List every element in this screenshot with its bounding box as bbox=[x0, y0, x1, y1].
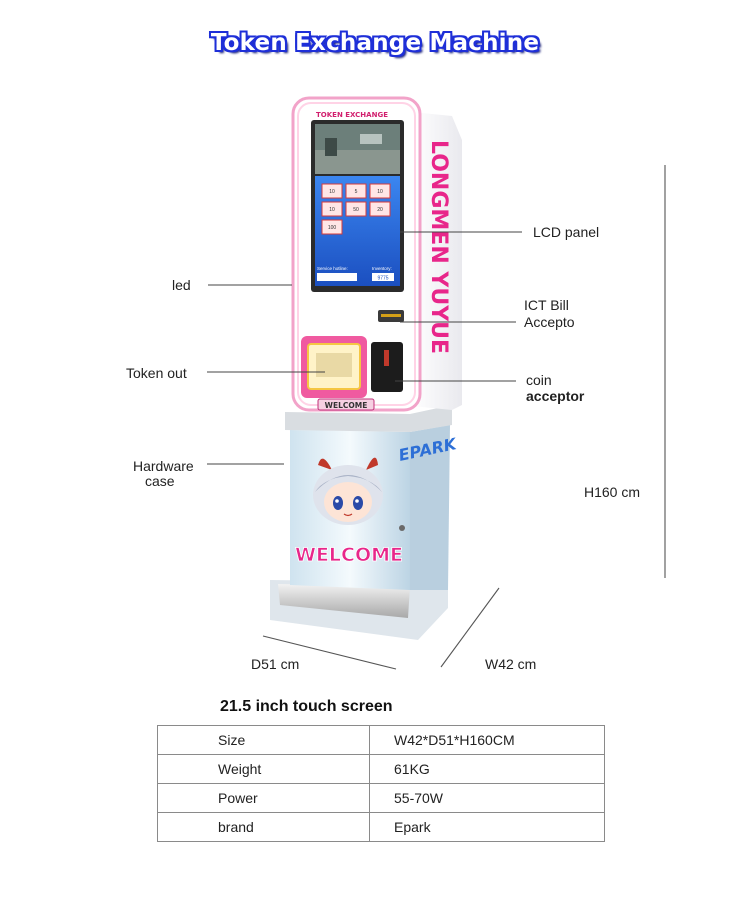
tile-label: 10 bbox=[329, 207, 335, 213]
spec-value: W42*D51*H160CM bbox=[369, 725, 605, 755]
inventory-label: Inventory: bbox=[372, 266, 392, 271]
coin-acceptor-label-1: coin bbox=[526, 372, 552, 388]
panel-welcome-text: WELCOME bbox=[325, 401, 368, 410]
lcd-panel-label: LCD panel bbox=[533, 224, 600, 240]
table-row: Power 55-70W bbox=[157, 783, 605, 813]
hardware-case-label-1: Hardware bbox=[133, 458, 194, 474]
spec-value: 55-70W bbox=[369, 783, 605, 813]
upper-cabinet: LONGMEN YUYUE TOKEN EXCHANGE 10 5 10 10 … bbox=[291, 96, 462, 412]
specs-heading: 21.5 inch touch screen bbox=[220, 698, 393, 715]
specs-table: Size W42*D51*H160CM Weight 61KG Power 55… bbox=[157, 725, 605, 842]
spec-key: Size bbox=[157, 725, 370, 755]
tile-label: 10 bbox=[329, 189, 335, 195]
mascot-image bbox=[313, 457, 405, 531]
inventory-value: 9775 bbox=[377, 276, 388, 282]
callout-lines bbox=[207, 231, 522, 465]
tile-label: 100 bbox=[328, 225, 337, 231]
tile-label: 20 bbox=[377, 207, 383, 213]
base-plate bbox=[270, 580, 448, 640]
spec-key: brand bbox=[157, 812, 370, 842]
spec-value: Epark bbox=[369, 812, 605, 842]
page-title: Token Exchange Machine bbox=[210, 30, 540, 56]
bill-acceptor-label-2: Accepto bbox=[524, 314, 575, 330]
dimension-lines bbox=[262, 165, 666, 670]
tile-label: 10 bbox=[377, 189, 383, 195]
coin-acceptor bbox=[371, 342, 403, 392]
header-text: TOKEN EXCHANGE bbox=[316, 111, 388, 119]
coin-acceptor-label-2: acceptor bbox=[526, 388, 585, 404]
table-row: Size W42*D51*H160CM bbox=[157, 725, 605, 755]
spec-key: Weight bbox=[157, 754, 370, 784]
table-row: brand Epark bbox=[157, 812, 605, 842]
hardware-case-label-2: case bbox=[145, 473, 175, 489]
token-out-label: Token out bbox=[126, 365, 187, 381]
width-label: W42 cm bbox=[485, 656, 537, 672]
service-hotline-label: Service hotline: bbox=[317, 266, 348, 271]
tile-label: 50 bbox=[353, 207, 359, 213]
table-row: Weight 61KG bbox=[157, 754, 605, 784]
screen-tiles: 10 5 10 10 50 20 100 bbox=[321, 183, 391, 235]
spec-value: 61KG bbox=[369, 754, 605, 784]
depth-label: D51 cm bbox=[251, 656, 300, 672]
height-label: H160 cm bbox=[584, 484, 641, 500]
bill-acceptor-label-1: ICT Bill bbox=[524, 297, 569, 313]
spec-key: Power bbox=[157, 783, 370, 813]
cabinet-welcome-text: WELCOME bbox=[295, 544, 403, 566]
side-brand-text: LONGMEN YUYUE bbox=[426, 140, 451, 354]
tile-label: 5 bbox=[355, 189, 358, 195]
led-label: led bbox=[172, 277, 191, 293]
